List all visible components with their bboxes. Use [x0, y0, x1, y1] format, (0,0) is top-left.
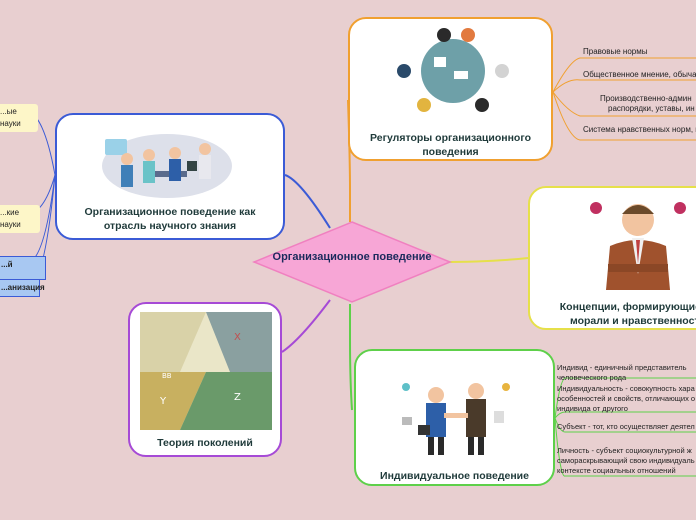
regulators-item-1[interactable]: Правовые нормы — [583, 47, 648, 56]
svg-text:Z: Z — [234, 392, 241, 403]
center-node-label: Организационное поведение — [272, 251, 432, 263]
office-team-illustration — [102, 134, 232, 198]
handshake-illustration — [402, 383, 510, 455]
regulators-item-3[interactable]: Производственно-админ — [600, 94, 692, 103]
card-generations-title: Теория поколений — [157, 437, 253, 449]
regulators-item-4[interactable]: Система нравственных норм, м — [583, 125, 696, 134]
card-regulators[interactable]: Регуляторы организационного поведения — [348, 17, 553, 161]
svg-text:X: X — [234, 332, 241, 343]
left-tag-3[interactable]: ...й — [0, 256, 46, 280]
card-science-branch-title: Организационное поведение как отрасль на… — [84, 206, 256, 232]
individual-item-2[interactable]: Индивидуальность - совокупность хара осо… — [557, 384, 696, 413]
regulators-item-3b[interactable]: распорядки, уставы, ин — [608, 104, 695, 113]
card-concepts-title: Концепции, формирующие ба морали и нравс… — [559, 301, 696, 327]
card-individual[interactable]: Индивидуальное поведение — [354, 349, 555, 486]
meeting-table-illustration — [397, 28, 509, 112]
individual-item-1[interactable]: Индивид - единичный представитель челове… — [557, 363, 687, 382]
left-tag-4[interactable]: ...анизация — [0, 279, 45, 297]
businessman-illustration — [590, 202, 686, 290]
svg-text:BB: BB — [162, 372, 172, 380]
card-regulators-title: Регуляторы организационного поведения — [370, 132, 531, 158]
card-generations[interactable]: BB X Y Z Теория поколений — [128, 302, 282, 457]
individual-item-4[interactable]: Личность - субъект социокультурной ж сам… — [557, 446, 695, 475]
left-tag-2[interactable]: ...кие науки — [0, 205, 40, 233]
card-science-branch[interactable]: Организационное поведение как отрасль на… — [55, 113, 285, 240]
individual-item-3[interactable]: Субъект - тот, кто осуществляет деятел — [557, 422, 695, 431]
generations-infographic: BB X Y Z — [140, 312, 272, 430]
center-node-shape[interactable] — [252, 220, 452, 304]
svg-text:Y: Y — [159, 396, 167, 407]
card-concepts[interactable]: Концепции, формирующие ба морали и нравс… — [528, 186, 696, 330]
regulators-item-2[interactable]: Общественное мнение, обыча — [583, 70, 696, 79]
card-individual-title: Индивидуальное поведение — [380, 470, 529, 482]
left-tag-1[interactable]: ...ые науки — [0, 104, 38, 132]
